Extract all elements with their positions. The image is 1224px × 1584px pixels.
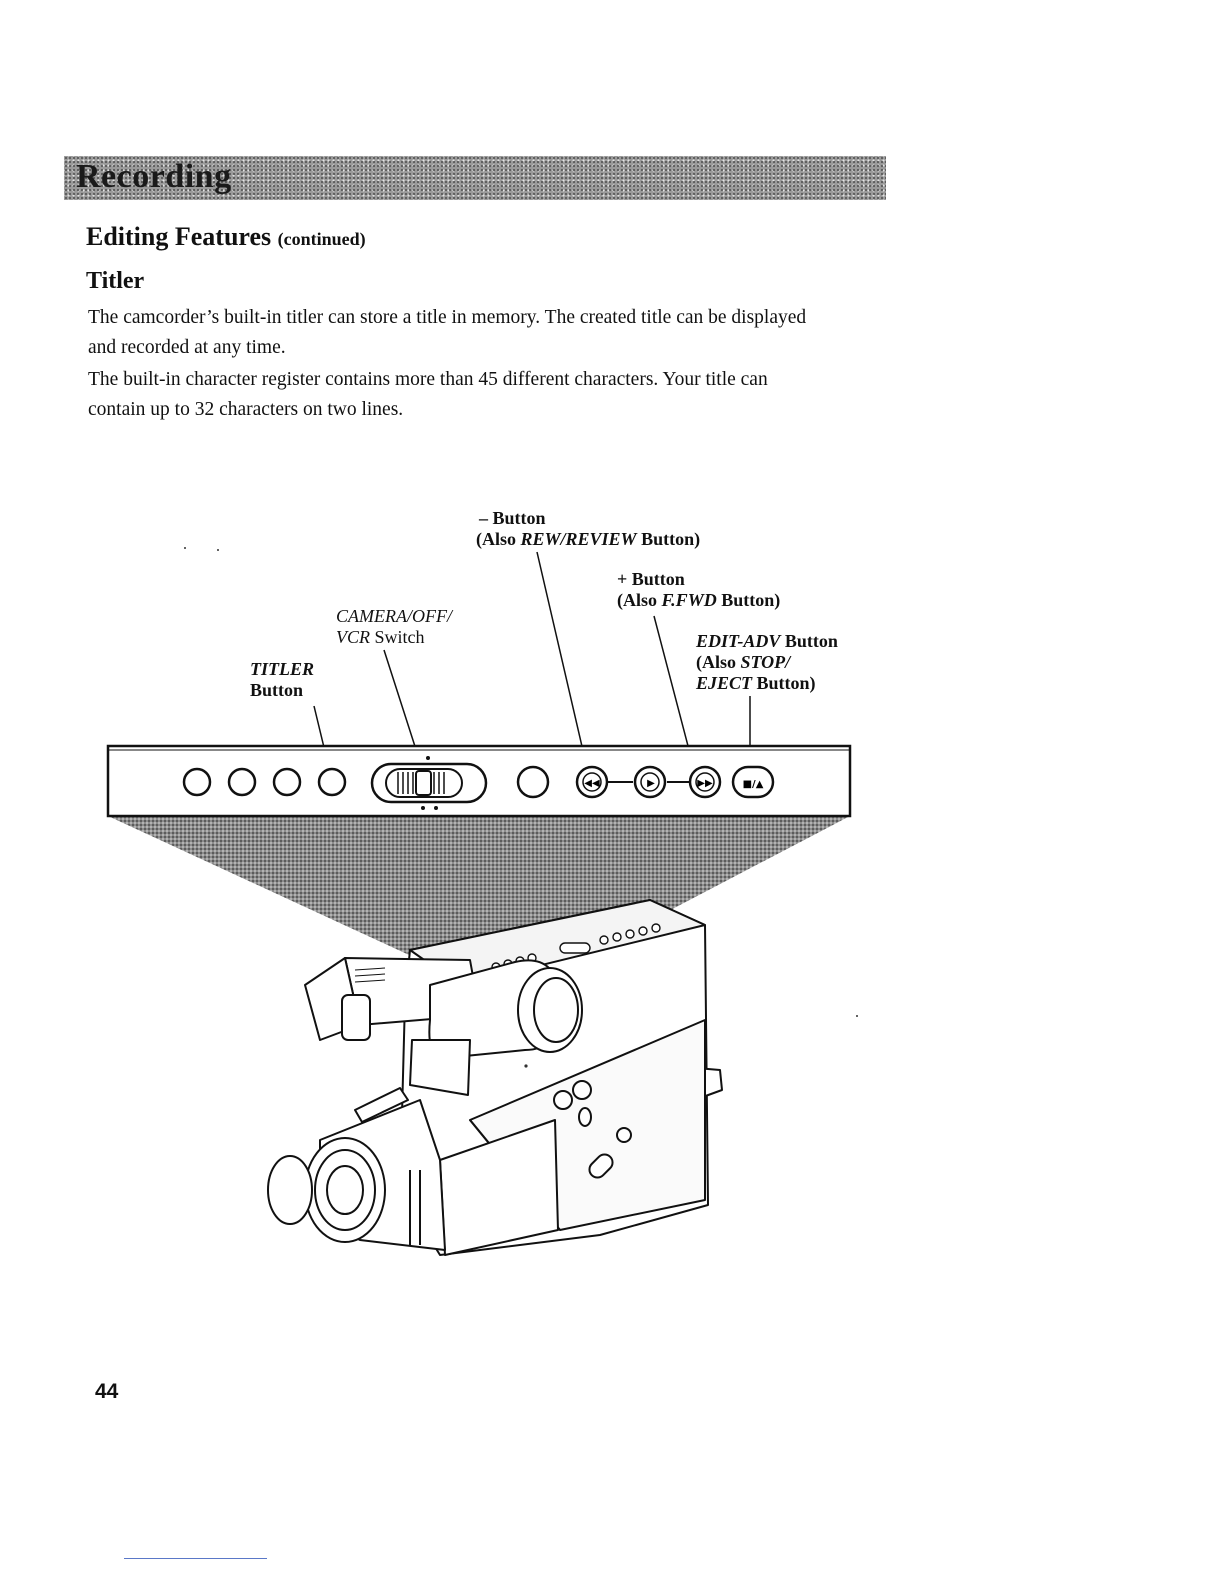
fast-forward-icon: ▶▶ [697, 778, 713, 789]
paragraph-intro: The camcorder’s built-in titler can stor… [88, 307, 807, 358]
section-banner: Recording [64, 156, 886, 200]
control-panel: ◀◀ ▶ ▶▶ ■/▲ [106, 744, 852, 818]
fast-forward-button: ▶▶ [688, 765, 722, 799]
subsection-heading: Titler [86, 268, 145, 294]
titler-button [317, 767, 347, 797]
callout-leaders [313, 551, 751, 769]
panel-round-button [227, 767, 257, 797]
footer-rule [124, 1558, 267, 1559]
paragraph-characters: The built-in character register contains… [88, 369, 768, 420]
panel-round-button [272, 767, 302, 797]
scan-specks [184, 547, 858, 1068]
callout-plus-button: + Button (Also F.FWD Button) [617, 569, 781, 610]
camera-off-vcr-switch [370, 756, 488, 810]
play-icon: ▶ [647, 778, 655, 789]
callout-camera-switch: CAMERA/OFF/ VCR Switch [336, 606, 452, 647]
section-title-suffix: (continued) [277, 229, 366, 249]
rewind-icon: ◀◀ [584, 778, 600, 789]
section-heading: Editing Features (continued) [86, 222, 366, 252]
stop-eject-button: ■/▲ [731, 765, 775, 799]
rewind-button: ◀◀ [575, 765, 609, 799]
section-title: Editing Features [86, 222, 272, 251]
callout-edit-adv: EDIT-ADV Button (Also STOP/ EJECT Button… [696, 631, 838, 693]
panel-round-button [516, 765, 550, 799]
banner-title: Recording [76, 158, 232, 195]
zoom-projection [108, 816, 850, 960]
stop-eject-icon: ■/▲ [743, 779, 764, 790]
callout-minus-button: – Button (Also REW/REVIEW Button) [476, 508, 701, 549]
camcorder-body [267, 899, 723, 1256]
play-button: ▶ [633, 765, 667, 799]
callout-titler-button: TITLER Button [250, 659, 315, 700]
panel-round-button [182, 767, 212, 797]
page-number: 44 [95, 1380, 119, 1403]
